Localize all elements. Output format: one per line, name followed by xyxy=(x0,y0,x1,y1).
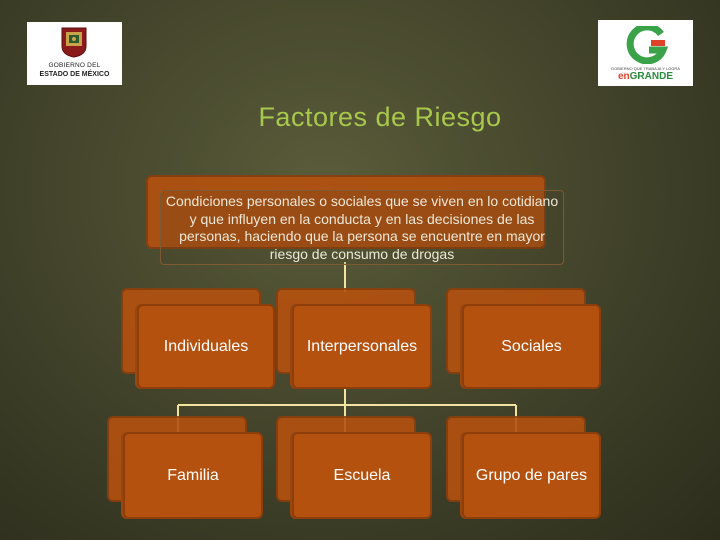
engrande-logo: GOBIERNO QUE TRABAJA Y LOGRA enGRANDE xyxy=(598,20,693,86)
interpersonales-label: Interpersonales xyxy=(306,337,418,355)
escuela-box xyxy=(292,432,432,519)
grupo-de-pares-box xyxy=(462,432,601,519)
escuela-label: Escuela xyxy=(333,466,391,484)
individuales-label: Individuales xyxy=(163,337,249,355)
definition-text: Condiciones personales o sociales que se… xyxy=(160,190,564,265)
state-seal-icon xyxy=(61,27,87,58)
logo-left-line1: GOBIERNO DEL xyxy=(48,62,101,69)
gobierno-estado-mexico-logo: GOBIERNO DEL ESTADO DE MÉXICO xyxy=(27,22,122,85)
sociales-box xyxy=(462,304,601,389)
definition-box-back xyxy=(146,175,546,249)
sociales-label: Sociales xyxy=(501,337,562,355)
page-title: Factores de Riesgo xyxy=(258,102,502,132)
familia-box xyxy=(123,432,263,519)
familia-label: Familia xyxy=(167,466,219,484)
individuales-box xyxy=(137,304,275,389)
g-mark-icon xyxy=(626,26,669,64)
logo-right-word-b: GRANDE xyxy=(629,71,673,82)
interpersonales-box xyxy=(292,304,432,389)
logo-right-word-a: en xyxy=(617,71,630,82)
grupo-de-pares-label: Grupo de pares xyxy=(475,466,588,484)
logo-left-line2: ESTADO DE MÉXICO xyxy=(39,71,110,78)
logo-right-wordmark: enGRANDE xyxy=(598,71,693,82)
logo-right-tagline: GOBIERNO QUE TRABAJA Y LOGRA xyxy=(611,66,680,71)
